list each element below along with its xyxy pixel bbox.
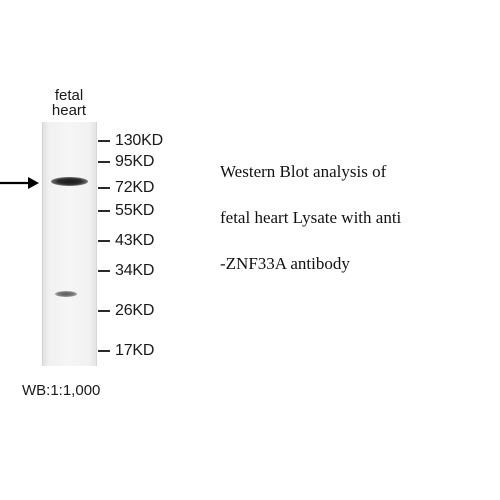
marker-tick [98, 140, 110, 142]
marker-tick [98, 187, 110, 189]
dilution-label: WB:1:1,000 [22, 382, 101, 399]
caption-line2: fetal heart Lysate with anti [220, 208, 402, 227]
marker-72kd: 72KD [98, 179, 154, 197]
marker-label: 130KD [115, 132, 163, 149]
lane-label-line2: heart [51, 102, 87, 119]
marker-label: 17KD [115, 342, 155, 359]
marker-label: 95KD [115, 153, 155, 170]
marker-label: 34KD [115, 262, 155, 279]
marker-55kd: 55KD [98, 202, 154, 220]
marker-tick [98, 210, 110, 212]
arrow-right-icon [0, 177, 39, 189]
marker-label: 55KD [115, 202, 155, 219]
caption-line3: -ZNF33A antibody [220, 254, 350, 273]
blot-lane [42, 122, 97, 366]
caption-line1: Western Blot analysis of [220, 162, 387, 181]
marker-26kd: 26KD [98, 302, 154, 320]
minor-band [55, 291, 77, 297]
lane-label-line1: fetal [54, 87, 84, 104]
marker-tick [98, 310, 110, 312]
marker-tick [98, 240, 110, 242]
target-band [51, 177, 88, 186]
marker-34kd: 34KD [98, 262, 154, 280]
marker-tick [98, 161, 110, 163]
marker-label: 72KD [115, 179, 155, 196]
marker-130kd: 130KD [98, 132, 163, 150]
marker-tick [98, 270, 110, 272]
marker-43kd: 43KD [98, 232, 154, 250]
molecular-weight-ladder: 130KD 95KD 72KD 55KD 43KD 34KD 26KD 17K [98, 132, 193, 362]
marker-95kd: 95KD [98, 153, 154, 171]
marker-17kd: 17KD [98, 342, 154, 360]
marker-label: 26KD [115, 302, 155, 319]
marker-tick [98, 350, 110, 352]
marker-label: 43KD [115, 232, 155, 249]
